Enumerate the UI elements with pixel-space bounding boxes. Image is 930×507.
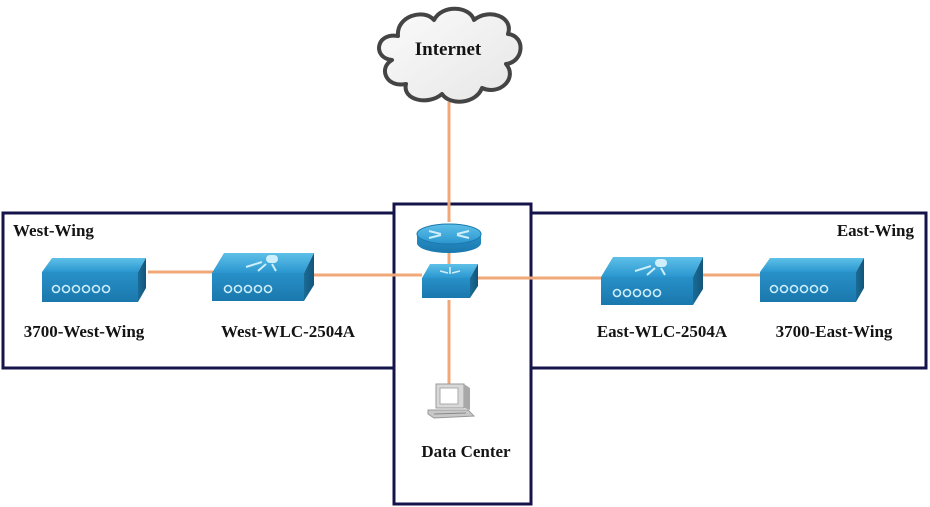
west-wing-title: West-Wing bbox=[13, 221, 94, 240]
wireless-lan-controller-icon bbox=[601, 257, 703, 305]
west-wlc-label: West-WLC-2504A bbox=[221, 322, 356, 341]
router[interactable] bbox=[416, 223, 482, 253]
core-switch[interactable] bbox=[422, 264, 478, 298]
east-wlc[interactable] bbox=[601, 257, 703, 305]
west-access-point[interactable] bbox=[42, 258, 146, 302]
west-ap-label: 3700-West-Wing bbox=[24, 322, 145, 341]
access-point-icon bbox=[760, 258, 864, 302]
east-access-point[interactable] bbox=[760, 258, 864, 302]
data-center-label: Data Center bbox=[421, 442, 511, 461]
east-ap-label: 3700-East-Wing bbox=[776, 322, 893, 341]
internet-cloud[interactable]: Internet bbox=[377, 6, 523, 104]
data-center-workstation[interactable] bbox=[427, 383, 476, 419]
west-wlc[interactable] bbox=[212, 253, 314, 301]
cloud-label: Internet bbox=[415, 39, 482, 60]
east-wlc-label: East-WLC-2504A bbox=[597, 322, 728, 341]
wireless-lan-controller-icon bbox=[212, 253, 314, 301]
multilayer-switch-icon bbox=[422, 264, 478, 298]
core-region bbox=[392, 202, 533, 506]
links bbox=[148, 102, 765, 388]
router-icon bbox=[416, 223, 482, 253]
cloud-icon bbox=[377, 6, 523, 104]
workstation-icon bbox=[427, 383, 476, 419]
east-wing-title: East-Wing bbox=[837, 221, 915, 240]
access-point-icon bbox=[42, 258, 146, 302]
